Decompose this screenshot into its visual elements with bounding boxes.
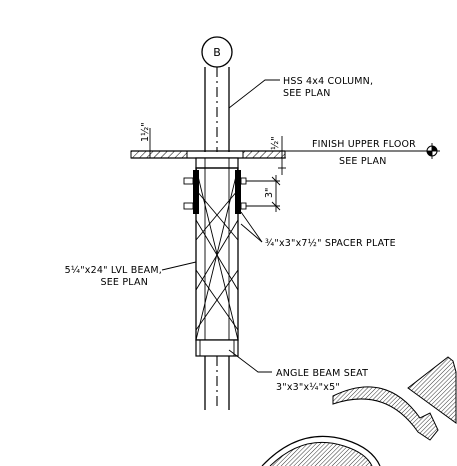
dimension-right: ½": [270, 136, 286, 175]
floor-note: FINISH UPPER FLOOR SEE PLAN: [285, 139, 440, 167]
floor-note-line2: SEE PLAN: [339, 156, 387, 167]
beam-note-line2: SEE PLAN: [101, 277, 149, 288]
grid-bubble: B: [201, 36, 233, 68]
beam-note-line1: 5¼"x24" LVL BEAM,: [65, 265, 162, 276]
adjacent-detail-fragment: [261, 356, 457, 466]
column-note-line1: HSS 4x4 COLUMN,: [283, 76, 373, 87]
seat-note-line2: 3"x3"x¼"x5": [276, 382, 340, 393]
hss-column-upper: [204, 67, 230, 152]
dimension-left: 1½": [140, 122, 154, 159]
floor-slab: [130, 150, 286, 159]
level-marker-icon: [424, 143, 440, 159]
column-note: HSS 4x4 COLUMN, SEE PLAN: [228, 76, 373, 109]
spacer-note-label: ¾"x3"x7½" SPACER PLATE: [265, 238, 396, 249]
floor-note-line1: FINISH UPPER FLOOR: [312, 139, 416, 150]
grid-bubble-label: B: [213, 46, 221, 59]
lvl-beam: [195, 167, 239, 341]
hss-column-connection: [195, 157, 239, 340]
column-note-line2: SEE PLAN: [283, 88, 331, 99]
seat-note: ANGLE BEAM SEAT 3"x3"x¼"x5": [228, 349, 368, 393]
dimension-right-label: ½": [270, 136, 281, 150]
dimension-bolts-label: 3": [264, 188, 275, 198]
beam-note: 5¼"x24" LVL BEAM, SEE PLAN: [65, 261, 197, 288]
spacer-plates: [193, 170, 241, 214]
dimension-bolts: 3": [246, 175, 281, 212]
dimension-left-label: 1½": [140, 122, 151, 142]
hss-column-lower: [204, 356, 230, 410]
angle-beam-seat: [195, 339, 239, 357]
seat-note-line1: ANGLE BEAM SEAT: [276, 368, 368, 379]
spacer-note: ¾"x3"x7½" SPACER PLATE: [240, 211, 396, 249]
